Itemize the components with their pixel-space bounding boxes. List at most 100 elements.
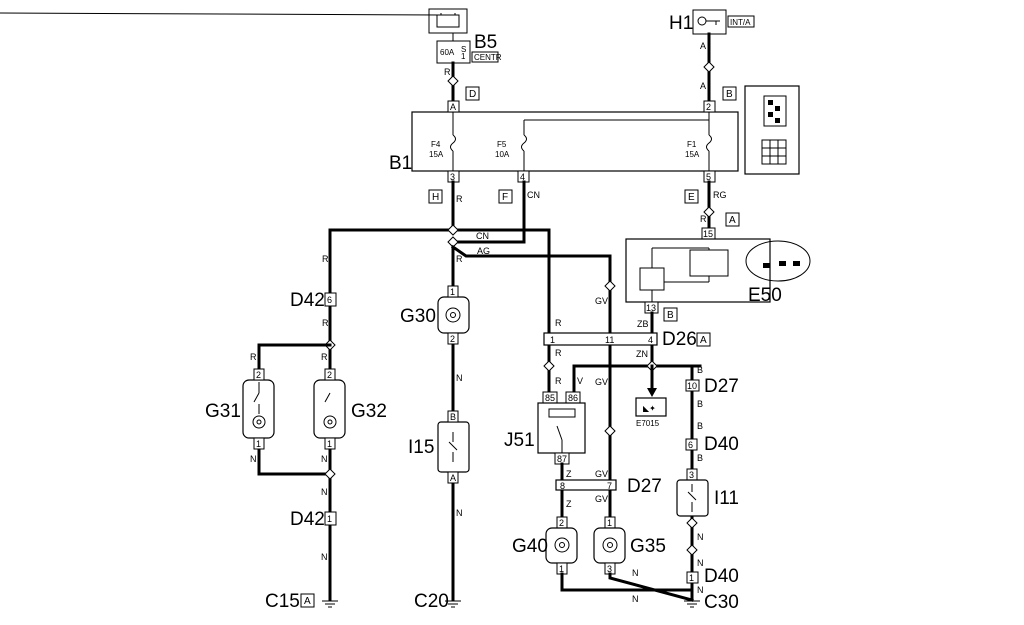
- wire-label: GV: [595, 469, 608, 479]
- splice-node: [447, 75, 459, 87]
- wire-label: N: [456, 508, 463, 518]
- splice-node: [447, 224, 459, 236]
- label-e50: E50: [748, 285, 782, 306]
- label-d27: D27: [704, 376, 739, 397]
- wire-label: N: [632, 594, 639, 604]
- wire-label: R: [456, 254, 463, 264]
- wire-label: A: [700, 81, 706, 91]
- pin-label: B: [450, 412, 456, 422]
- label-d26: D26: [662, 329, 697, 350]
- pin-label: 85: [545, 393, 555, 403]
- lamp-g40: 2 1: [545, 516, 578, 575]
- label-g30: G30: [400, 306, 436, 327]
- fuse-f5-name: F5: [497, 140, 507, 149]
- connector-tag-e: E: [688, 192, 695, 203]
- label-b5-sub: CENTR: [474, 53, 502, 62]
- wire-label: A: [700, 41, 706, 51]
- label-h1-sub: INT/A: [730, 18, 751, 27]
- connector-tag-a: A: [304, 596, 311, 607]
- label-d42: D42: [290, 290, 325, 311]
- wire-label: V: [577, 376, 583, 386]
- wire-label: R: [700, 214, 707, 224]
- wire-label: Z: [566, 469, 572, 479]
- splice-node: [703, 206, 715, 218]
- label-i11: I11: [714, 488, 739, 509]
- fuse-location-icon: [744, 85, 800, 175]
- wire-label: ZN: [636, 349, 648, 359]
- label-c15: C15: [265, 591, 300, 612]
- wire-label: GV: [595, 377, 608, 387]
- pin-label: 10: [687, 381, 697, 391]
- connector-tag-d: D: [469, 89, 476, 100]
- label-c30: C30: [704, 592, 739, 613]
- pin-label: 2: [450, 334, 455, 344]
- lamp-g32: 2 1: [313, 368, 346, 450]
- splice-node: [604, 425, 616, 437]
- wire-label: R: [456, 194, 463, 204]
- wire-label: GV: [595, 296, 608, 306]
- battery-icon: [0, 8, 468, 34]
- pin-label: 2: [706, 102, 711, 112]
- wire-label: R: [555, 348, 562, 358]
- wire-label: N: [697, 585, 704, 595]
- splice-node: [703, 61, 715, 73]
- wire-label: B: [697, 365, 703, 375]
- splice-node: [604, 280, 616, 292]
- ground-icon: [322, 600, 338, 608]
- label-h1: H1: [669, 13, 693, 34]
- wire-label: B: [697, 399, 703, 409]
- pin-label: 13: [646, 303, 656, 313]
- wire-label: N: [456, 373, 463, 383]
- pin-label: 87: [557, 454, 567, 464]
- wire-label: ZB: [637, 319, 649, 329]
- pin-label: 1: [450, 287, 455, 297]
- wire-label: GV: [595, 494, 608, 504]
- fuse-f4-name: F4: [431, 140, 441, 149]
- wire-label: R: [322, 318, 329, 328]
- wire-label: AG: [477, 246, 490, 256]
- pin-label: 1: [550, 335, 555, 345]
- svg-text:1: 1: [461, 52, 466, 61]
- pin-label: 6: [688, 440, 693, 450]
- arrow-icon: [647, 388, 657, 397]
- pin-label: 1: [327, 439, 332, 449]
- label-g35: G35: [630, 536, 666, 557]
- connector-location-icon: [745, 240, 811, 282]
- label-d42: D42: [290, 509, 325, 530]
- label-g40: G40: [512, 536, 548, 557]
- label-j51: J51: [504, 430, 535, 451]
- svg-text:◣✦: ◣✦: [643, 404, 656, 413]
- splice-node: [686, 517, 698, 529]
- pin-label: 3: [607, 564, 612, 574]
- connector-tag-b: B: [667, 310, 674, 321]
- pin-label: 1: [607, 518, 612, 528]
- wire-label: CN: [476, 231, 489, 241]
- label-g31: G31: [205, 401, 241, 422]
- wire-label: N: [321, 454, 328, 464]
- splice-node: [324, 468, 336, 480]
- pin-label: 6: [327, 295, 332, 305]
- lamp-g31: 2 1: [242, 368, 275, 450]
- label-d40: D40: [704, 434, 739, 455]
- label-b5: B5: [474, 32, 497, 53]
- splice-node: [686, 544, 698, 556]
- pin-label: A: [450, 102, 456, 112]
- fuse-f5-rating: 10A: [495, 150, 510, 159]
- ground-icon: [445, 600, 461, 608]
- wire-label: R: [250, 352, 257, 362]
- wire-label: B: [697, 421, 703, 431]
- relay-j51: 85 86 87: [537, 391, 586, 465]
- pin-label: 2: [256, 370, 261, 380]
- fuse-f4-rating: 15A: [429, 150, 444, 159]
- lamp-g35: 1 3: [593, 516, 626, 575]
- pin-label: 1: [689, 573, 694, 583]
- wire-label: R: [555, 318, 562, 328]
- pin-label: 1: [256, 439, 261, 449]
- connector-tag-h: H: [432, 192, 439, 203]
- fuse-box-b1: A 2 3 4 5 F4 15A F5 10A F1 15A: [411, 100, 739, 183]
- wire-label: R: [321, 352, 328, 362]
- wire-label: N: [250, 454, 257, 464]
- pin-label: 15: [703, 229, 713, 239]
